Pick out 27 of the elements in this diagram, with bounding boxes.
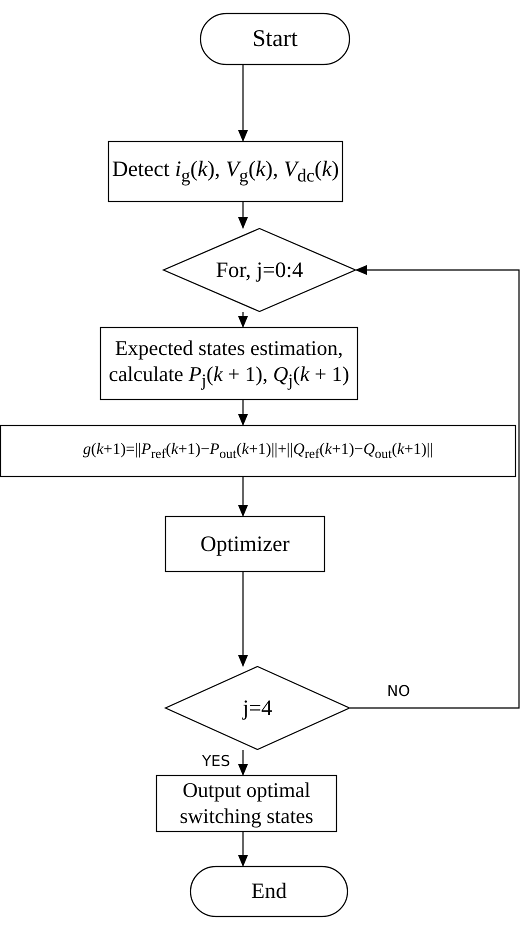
decision-diamond xyxy=(165,666,350,750)
arrow xyxy=(238,832,248,867)
arrow xyxy=(238,572,248,667)
arrow xyxy=(238,477,248,517)
decision-diamond xyxy=(163,228,356,312)
node-text: Output optimal switching states xyxy=(178,778,314,829)
node-text: Expected states estimation, calculate P$_{j}$(k + 1), Q$_{j}$(k + 1) xyxy=(108,336,350,391)
arrow xyxy=(238,750,248,776)
node-text: g(k+1)=||P$_{ref}$(k+1)−P$_{out}$(k+1)||+||Q$_{ref}$(k+1)−Q$_{out}$(k+1)|| xyxy=(82,440,433,462)
arrow xyxy=(238,65,248,142)
arrow xyxy=(238,400,248,426)
process-box xyxy=(0,425,516,477)
arrow xyxy=(350,265,520,709)
arrow xyxy=(238,312,248,328)
node-text: Optimizer xyxy=(200,530,290,558)
process-box xyxy=(165,516,325,572)
process-box xyxy=(108,141,343,202)
process-box xyxy=(100,327,358,400)
node-text: j=4 xyxy=(242,694,272,722)
node-text: Detect i$_{g}$(k), V$_{g}$(k), V$_{dc}$(k) xyxy=(112,156,339,188)
process-box xyxy=(156,775,337,832)
terminal-shape xyxy=(190,866,348,917)
node-text: For, j=0:4 xyxy=(216,256,304,284)
terminal-shape xyxy=(200,13,350,65)
node-text: End xyxy=(251,878,287,905)
arrow xyxy=(238,202,248,229)
node-text: Start xyxy=(252,24,298,54)
